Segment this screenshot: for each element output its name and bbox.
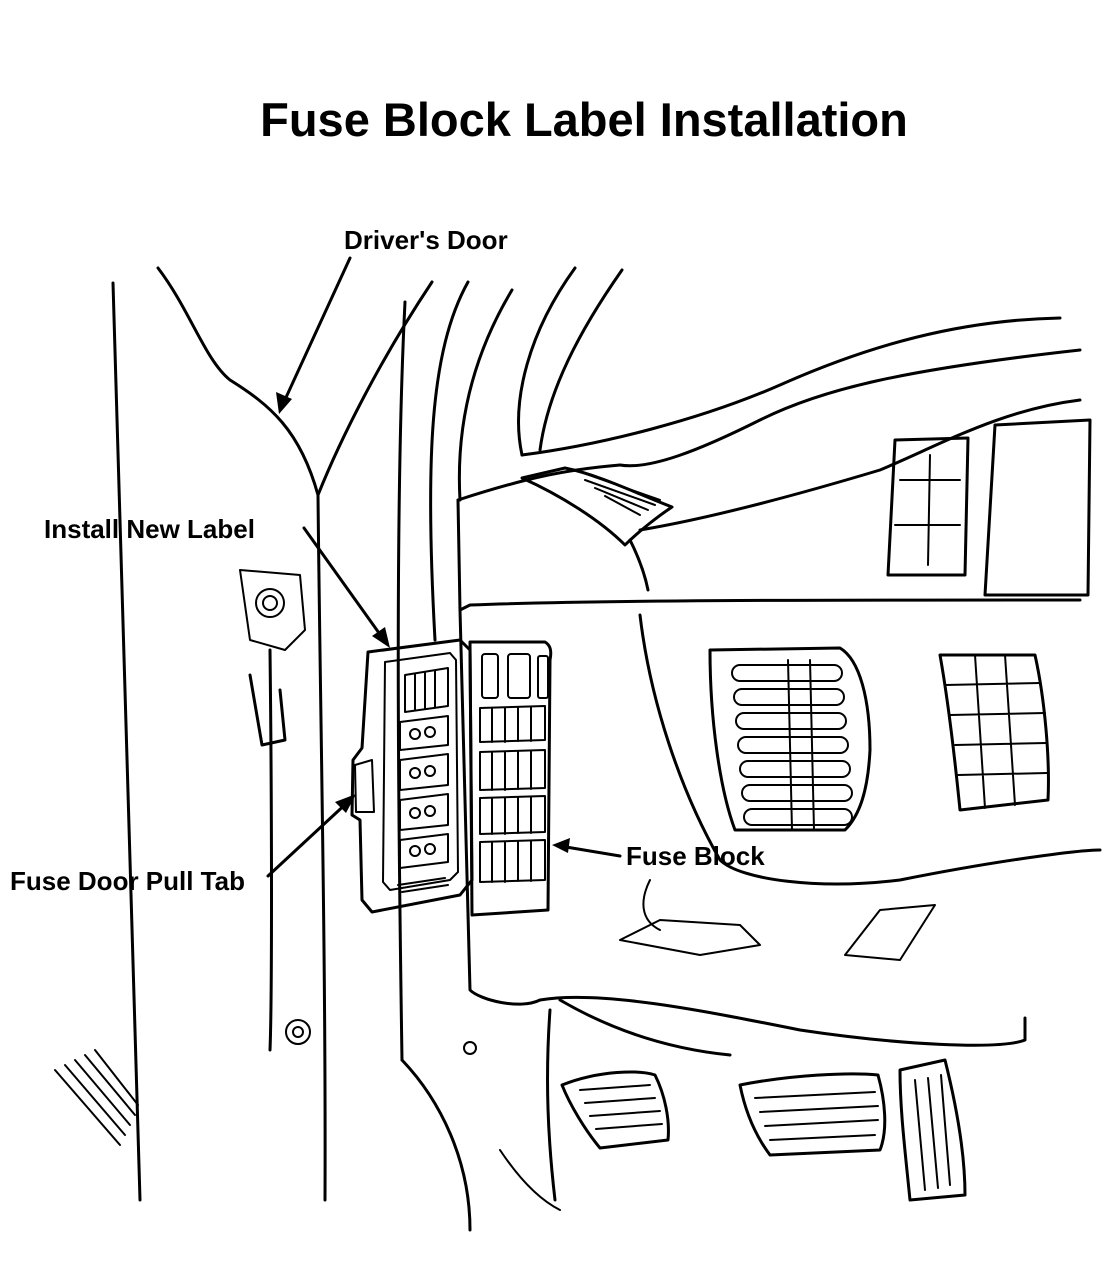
label-drivers-door: Driver's Door xyxy=(344,225,508,255)
fuse-block xyxy=(468,640,553,917)
leader-install-new-label xyxy=(302,526,390,648)
label-install-new-label: Install New Label xyxy=(44,514,255,544)
fuse-rows xyxy=(479,705,546,883)
label-fuse-block: Fuse Block xyxy=(626,841,765,871)
leader-fuse-block xyxy=(552,838,622,858)
pedals-and-floor xyxy=(499,1008,967,1211)
fuse-door xyxy=(350,638,474,914)
leader-drivers-door xyxy=(276,256,352,414)
fuse-door-pull-tab xyxy=(354,759,375,813)
leader-fuse-door-pull-tab xyxy=(266,794,356,878)
diagram-title: Fuse Block Label Installation xyxy=(260,93,908,146)
dashboard xyxy=(456,316,1102,1057)
label-fuse-door-pull-tab: Fuse Door Pull Tab xyxy=(10,866,245,896)
door-and-pillar xyxy=(54,266,624,1232)
fuse-block-top-row xyxy=(481,653,549,699)
fuse-door-label-area xyxy=(399,667,449,869)
air-vent-louvers xyxy=(731,659,853,831)
